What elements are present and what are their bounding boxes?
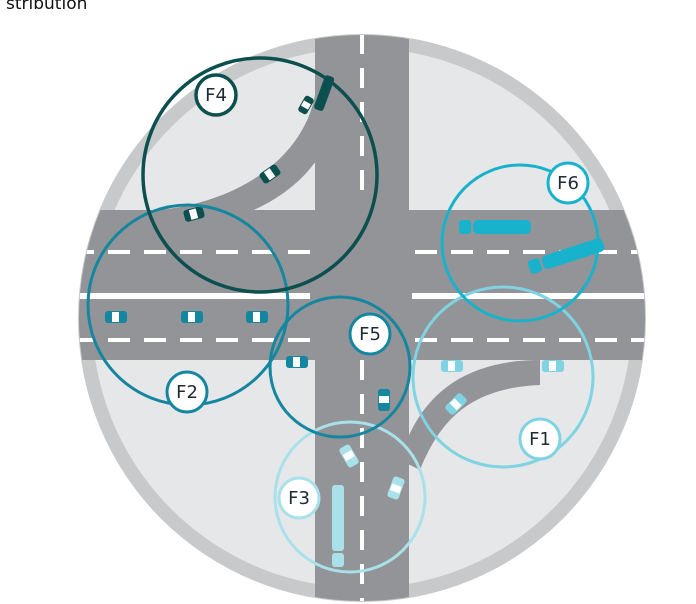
car-icon — [298, 95, 314, 115]
zone-f4-badge — [194, 73, 238, 117]
zone-f1-circle: F1 — [411, 285, 595, 469]
zone-f2-label: F2 — [176, 382, 198, 403]
zone-f5-circle: F5 — [268, 295, 412, 439]
car-icon — [286, 356, 308, 368]
zone-f3-label: F3 — [288, 488, 310, 509]
car-icon — [378, 389, 390, 411]
zone-f6-circle: F6 — [440, 161, 600, 323]
car-icon — [445, 393, 467, 415]
zone-f6-label: F6 — [557, 173, 579, 194]
car-icon — [246, 311, 268, 323]
truck-icon — [527, 238, 605, 274]
car-icon — [387, 476, 405, 500]
zone-f5-badge — [348, 312, 392, 356]
truck-icon — [332, 485, 344, 567]
zone-f4-circle: F4 — [141, 56, 379, 294]
car-icon — [105, 311, 127, 323]
zone-f2-circle: F2 — [86, 203, 290, 414]
zone-f3-badge — [277, 476, 321, 520]
zone-f3-circle: F3 — [273, 420, 427, 574]
curved-ramp-bottom-right — [400, 360, 540, 470]
truck-icon — [459, 220, 531, 234]
zone-f1-label: F1 — [529, 429, 551, 450]
zone-f2-badge — [165, 370, 209, 414]
car-icon — [542, 360, 564, 372]
car-icon — [183, 206, 205, 222]
car-icon — [441, 360, 463, 372]
car-icon — [259, 164, 281, 184]
horizontal-road — [79, 210, 645, 360]
car-icon — [339, 444, 359, 468]
page-title: stribution — [6, 0, 88, 14]
truck-icon — [314, 75, 335, 111]
zone-f4-label: F4 — [205, 85, 227, 106]
vehicles — [105, 75, 605, 567]
car-icon — [181, 311, 203, 323]
zone-f6-badge — [546, 161, 590, 205]
zone-f5-label: F5 — [359, 324, 381, 345]
zone-f1-badge — [518, 417, 562, 461]
